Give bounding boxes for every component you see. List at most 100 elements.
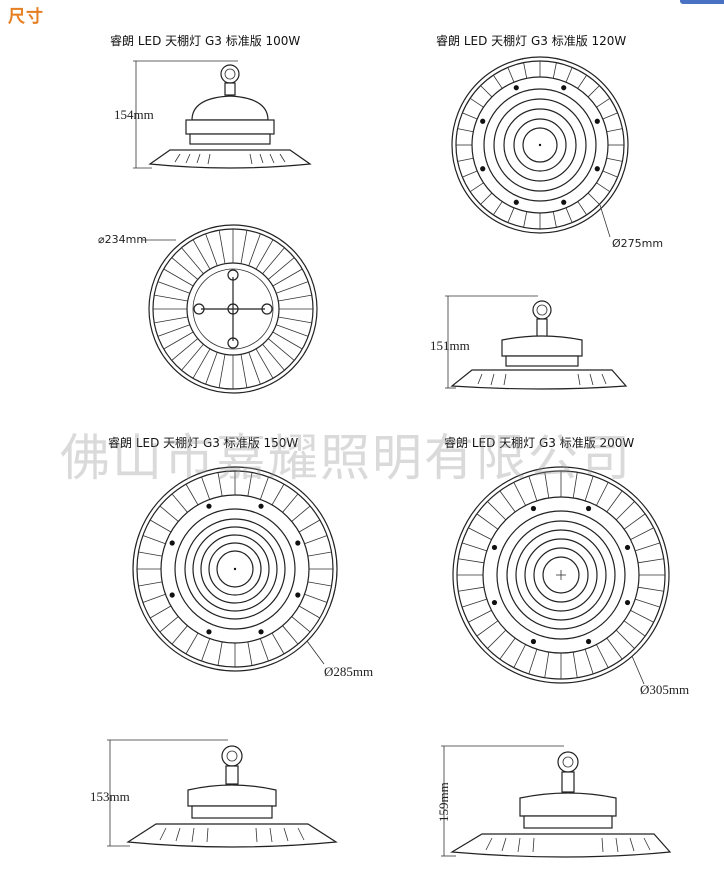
slot-divider	[205, 233, 218, 266]
slot-divider	[572, 472, 578, 499]
slot-divider	[572, 651, 578, 678]
slot-divider	[468, 527, 492, 540]
slot-divider	[476, 620, 499, 637]
screw-hole	[561, 199, 567, 205]
slot-divider	[247, 472, 253, 497]
slot-divider	[623, 620, 646, 637]
diameter-label-150w: Ø285mm	[324, 664, 374, 679]
height-label-200w: 159mm	[436, 782, 451, 822]
slot-divider	[157, 324, 190, 337]
slot-divider	[154, 316, 188, 324]
screw-hole	[585, 505, 592, 512]
title-150w: 睿朗 LED 天棚灯 G3 标准版 150W	[108, 436, 299, 450]
top-view-120w	[451, 56, 629, 238]
slot-divider	[552, 62, 557, 79]
screw-hole	[206, 629, 212, 635]
top-view-150w	[132, 466, 338, 672]
height-label-120w: 151mm	[430, 338, 470, 353]
screw-hole	[258, 503, 264, 509]
slot-divider	[205, 352, 218, 385]
slot-divider	[461, 598, 487, 608]
slot-divider	[282, 493, 299, 513]
slot-divider	[298, 519, 321, 533]
slot-divider	[201, 638, 211, 662]
screw-hole	[513, 85, 519, 91]
slot-divider	[577, 201, 588, 216]
slot-divider	[584, 475, 594, 501]
slot-divider	[247, 641, 253, 666]
slot-divider	[201, 476, 211, 500]
slot-divider	[171, 257, 199, 280]
slot-divider	[163, 268, 194, 287]
slot-divider	[637, 586, 664, 592]
slot-divider	[259, 638, 269, 662]
screw-hole	[491, 599, 498, 606]
slot-divider	[157, 281, 190, 294]
slot-divider	[304, 535, 328, 545]
slot-divider	[171, 625, 188, 645]
slot-divider	[462, 112, 478, 120]
slot-divider	[469, 182, 484, 193]
diameter-label-120w: Ø275mm	[612, 237, 664, 250]
slot-divider	[528, 649, 538, 675]
slot-divider	[278, 294, 312, 302]
slot-divider	[171, 493, 188, 513]
slot-divider	[602, 112, 618, 120]
slot-divider	[192, 348, 211, 379]
slot-divider	[552, 211, 557, 228]
slot-divider	[255, 348, 274, 379]
slot-divider	[469, 97, 484, 108]
slot-divider	[565, 67, 573, 83]
slot-divider	[523, 211, 528, 228]
screw-hole	[258, 629, 264, 635]
slot-divider	[272, 331, 303, 350]
slot-divider	[507, 67, 515, 83]
slot-divider	[596, 97, 611, 108]
slot-divider	[248, 352, 261, 385]
height-label-150w: 153mm	[90, 789, 130, 804]
slot-divider	[577, 74, 588, 89]
slot-divider	[192, 239, 211, 270]
screw-hole	[295, 592, 301, 598]
diameter-label-100w: ⌀234mm	[98, 233, 148, 246]
slot-divider	[185, 483, 199, 506]
slot-divider	[267, 338, 295, 361]
slot-divider	[480, 85, 493, 98]
slot-divider	[615, 629, 635, 649]
screw-hole	[624, 544, 631, 551]
slot-divider	[635, 542, 661, 552]
screw-hole	[295, 540, 301, 546]
corner-tab	[680, 0, 724, 4]
title-200w: 睿朗 LED 天棚灯 G3 标准版 200W	[444, 436, 635, 450]
slot-divider	[217, 472, 223, 497]
slot-divider	[513, 644, 526, 668]
side-view-150w	[107, 739, 338, 848]
slot-divider	[181, 247, 204, 275]
slot-divider	[584, 649, 594, 675]
screw-hole	[561, 85, 567, 91]
slot-divider	[596, 182, 611, 193]
screw-hole	[594, 166, 600, 172]
slot-divider	[630, 527, 654, 540]
slot-divider	[596, 482, 609, 506]
slot-divider	[259, 476, 269, 500]
slot-divider	[606, 128, 623, 133]
top-view-100w	[142, 224, 318, 394]
screw-hole	[530, 505, 537, 512]
screw-hole	[480, 118, 486, 124]
slot-divider	[606, 637, 623, 660]
slot-divider	[615, 501, 635, 521]
slot-divider	[271, 483, 285, 506]
slot-divider	[492, 74, 503, 89]
slot-divider	[635, 598, 661, 608]
screw-hole	[491, 544, 498, 551]
slot-divider	[507, 207, 515, 223]
slot-divider	[602, 170, 618, 178]
slot-divider	[513, 482, 526, 506]
side-view-200w	[441, 745, 672, 858]
slot-divider	[138, 551, 163, 557]
slot-divider	[159, 505, 179, 522]
slot-divider	[240, 230, 248, 264]
slot-divider	[499, 490, 516, 513]
screw-hole	[169, 592, 175, 598]
